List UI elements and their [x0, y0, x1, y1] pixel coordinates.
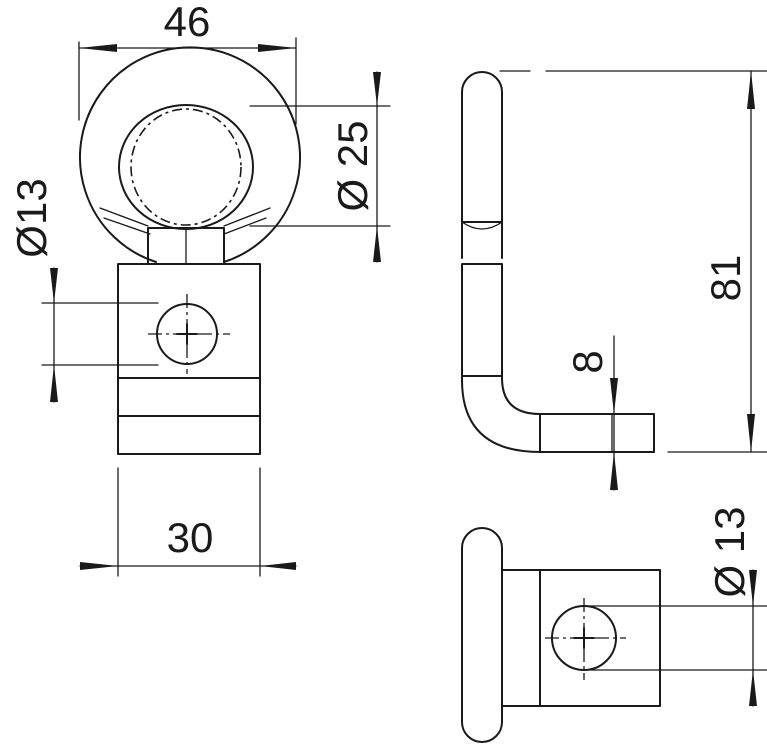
dim-label-46: 46 [164, 0, 211, 45]
dim-label-81: 81 [702, 255, 749, 302]
block-bottom [501, 569, 661, 707]
web-fillet-right [223, 207, 271, 235]
arrowhead [258, 44, 296, 52]
arrowhead [260, 562, 296, 570]
arrowhead [747, 414, 755, 452]
dim-label-diameter-13-bottom: Ø 13 [706, 506, 753, 597]
hole-bottom-cross [573, 627, 595, 649]
arrowhead [749, 570, 757, 606]
web-fillet-left [99, 207, 151, 235]
ring-edge-curve [461, 221, 503, 230]
dim-label-diameter-13-left: Ø13 [8, 178, 55, 257]
hole-cross [176, 323, 198, 345]
ring-edge-bottom [461, 527, 503, 743]
arrowhead [373, 226, 381, 262]
eye-bore [130, 108, 242, 226]
mounting-block [117, 263, 261, 455]
bottom-view [461, 527, 661, 743]
dim-diameter-13-bottom: Ø 13 [583, 506, 767, 707]
arrowhead [610, 452, 618, 490]
l-bracket-outer [461, 263, 655, 453]
dim-label-diameter-25: Ø 25 [329, 120, 376, 211]
arrowhead [50, 365, 58, 402]
arrowhead [749, 670, 757, 706]
arrowhead [50, 268, 58, 303]
dim-label-8: 8 [564, 350, 611, 373]
arrowhead [79, 44, 117, 52]
arrowhead [747, 71, 755, 109]
dim-diameter-13-left: Ø13 [8, 178, 159, 403]
dim-30: 30 [79, 467, 297, 577]
side-view [461, 71, 655, 453]
front-view [79, 46, 301, 455]
dim-label-30: 30 [167, 514, 214, 561]
dim-8: 8 [564, 335, 618, 491]
arrowhead [610, 378, 618, 414]
dim-81: 81 [499, 70, 767, 453]
ring-edge-upper [461, 71, 503, 259]
dim-diameter-25: Ø 25 [249, 71, 391, 263]
arrowhead [80, 562, 118, 570]
dim-46: 46 [78, 0, 297, 125]
arrowhead [373, 72, 381, 106]
eye-ring-inner [118, 104, 254, 230]
